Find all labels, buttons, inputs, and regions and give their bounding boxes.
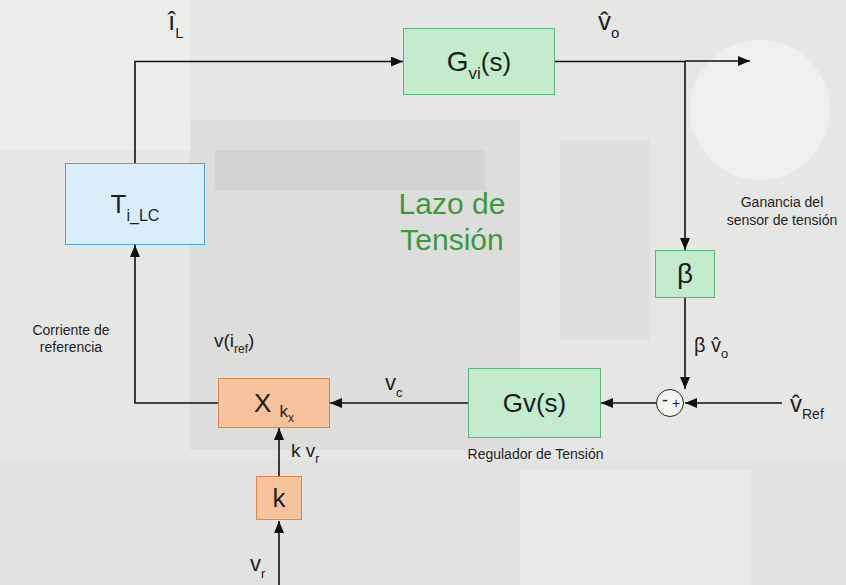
signal-arrow <box>684 298 686 389</box>
box-content: Ti_LC <box>66 164 204 244</box>
subscript-text: r <box>261 566 265 581</box>
photo-shape <box>0 460 846 585</box>
reference-caption: Corriente de referencia <box>14 322 128 356</box>
label-text: k v <box>291 440 315 461</box>
box-text: β <box>677 258 693 290</box>
subscript-text: ref <box>234 342 248 356</box>
plus-sign: + <box>672 396 680 411</box>
output-arrow <box>685 60 750 62</box>
photo-shape <box>215 150 485 190</box>
box-text-group: Ti_LC <box>111 189 160 220</box>
signal-label: v̂Ref <box>790 390 824 418</box>
current-loop-box: Ti_LC <box>65 163 205 245</box>
label-text: Corriente de referencia <box>32 322 109 355</box>
gain-box: k <box>256 476 302 520</box>
box-text-group: Gv(s) <box>503 388 567 419</box>
signal-label: β v̂o <box>694 334 728 357</box>
box-text-group: Gvi(s) <box>447 46 511 78</box>
box-text: vi <box>469 64 481 84</box>
label-text: v̂ <box>598 6 611 36</box>
signal-label: k vr <box>291 440 319 462</box>
label-text: β v̂ <box>694 334 721 356</box>
regulator-caption: Regulador de Tensión <box>436 447 636 462</box>
signal-label: îL <box>168 6 184 37</box>
box-text: k <box>279 402 288 422</box>
transfer-function-box: Gvi(s) <box>403 28 555 95</box>
box-text-group: k <box>273 483 286 514</box>
signal-label: v(iref) <box>214 330 254 352</box>
box-text: x <box>288 411 294 425</box>
box-text: i_LC <box>126 207 159 225</box>
photo-shape <box>0 0 190 150</box>
reference-input-arrow <box>685 402 782 404</box>
signal-arrow <box>330 402 468 404</box>
multiplier-box: Xkx <box>218 378 330 428</box>
box-text: T <box>111 189 127 220</box>
signal-arrow <box>555 62 685 251</box>
box-text: G <box>447 46 469 78</box>
label-text: v(i <box>214 330 234 351</box>
minus-sign: - <box>662 391 668 411</box>
box-content: k <box>257 477 301 519</box>
loop-title: Lazo de Tensión <box>362 186 542 258</box>
signal-arrow <box>135 62 403 164</box>
label-text: Lazo de Tensión <box>399 187 506 256</box>
subscript-text: o <box>611 24 619 41</box>
box-text-group: β <box>677 258 693 290</box>
box-text-group: Xkx <box>254 388 294 419</box>
signal-arrow <box>278 428 280 476</box>
box-content: β <box>656 251 714 297</box>
box-content: Gv(s) <box>469 369 600 437</box>
signal-arrow <box>135 245 218 403</box>
box-text: k <box>273 483 286 514</box>
label-text: v̂ <box>790 390 802 417</box>
label-text: v <box>250 551 261 576</box>
subscript-text: r <box>315 452 319 466</box>
box-text: (s) <box>481 47 511 78</box>
box-text: X <box>254 388 271 419</box>
label-text: î <box>168 6 175 36</box>
label-text: ) <box>248 330 254 351</box>
photo-shape <box>520 470 750 585</box>
vr-input-arrow <box>278 521 280 585</box>
label-text: v <box>385 370 396 395</box>
voltage-regulator-box: Gv(s)Regulador de Tensión <box>468 368 601 438</box>
sensor-caption: Ganancia del sensor de tensión <box>724 194 840 229</box>
box-content: Xkx <box>219 379 329 427</box>
summing-junction: -+ <box>656 389 684 417</box>
subscript-text: o <box>721 346 728 361</box>
box-content: Gvi(s) <box>404 29 554 94</box>
subscript-text: c <box>396 385 403 400</box>
signal-arrow <box>601 402 656 404</box>
signal-label: vr <box>250 551 265 577</box>
subscript-text: Ref <box>802 406 824 422</box>
photo-shape <box>560 140 650 340</box>
signal-label: v̂o <box>598 6 619 37</box>
subscript-text: L <box>175 24 183 41</box>
signal-label: vc <box>385 370 403 396</box>
sensor-gain-box: βGanancia del sensor de tensión <box>655 250 715 298</box>
box-text: Gv(s) <box>503 388 567 419</box>
